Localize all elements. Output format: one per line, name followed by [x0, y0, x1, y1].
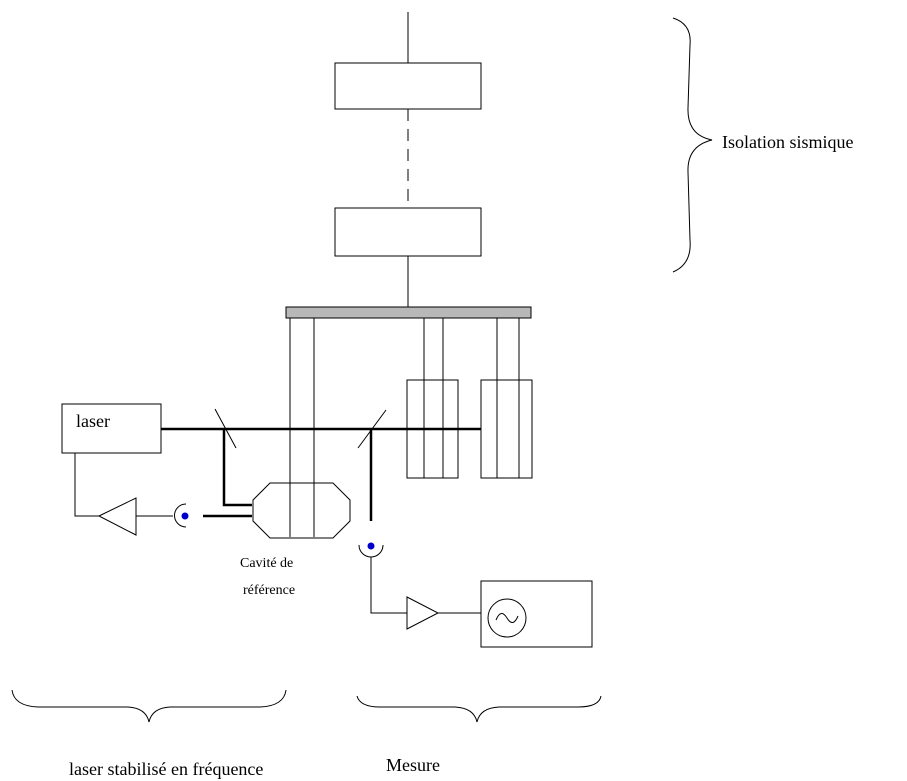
- isolation-stage-lower: [334, 207, 482, 257]
- frequency-stabilized-laser-label: laser stabilisé en fréquence: [69, 759, 263, 779]
- oscilloscope-box: [480, 580, 593, 648]
- reference-cavity-label-line2: référence: [243, 583, 295, 598]
- photodiode-to-amplifier-right-wire: [370, 557, 407, 614]
- suspended-platform: [285, 306, 532, 319]
- laser-label: laser: [76, 411, 110, 431]
- sine-wave-icon: [495, 613, 519, 623]
- seismic-isolation-brace: [672, 17, 713, 273]
- cavity-beam-path: [222, 429, 252, 507]
- reference-cavity: [252, 482, 351, 539]
- beam-splitter-1: [214, 408, 237, 449]
- photodiode-right-dot: [367, 542, 375, 550]
- amplifier-left: [97, 497, 137, 536]
- oscilloscope-dial: [487, 598, 527, 638]
- amplifier-to-laser-feedback: [74, 453, 99, 517]
- measurement-brace: [356, 695, 602, 723]
- photodiode-left-dot: [181, 512, 189, 520]
- test-mass-block-2: [480, 379, 533, 479]
- seismic-isolation-label: Isolation sismique: [722, 132, 854, 152]
- measurement-label: Mesure: [386, 755, 440, 775]
- frequency-stabilized-brace: [11, 689, 287, 723]
- amplifier-right: [406, 596, 440, 630]
- photodiode-left: [174, 503, 187, 528]
- isolation-stage-upper: [334, 62, 482, 110]
- reference-cavity-label-line1: Cavité de: [240, 556, 293, 571]
